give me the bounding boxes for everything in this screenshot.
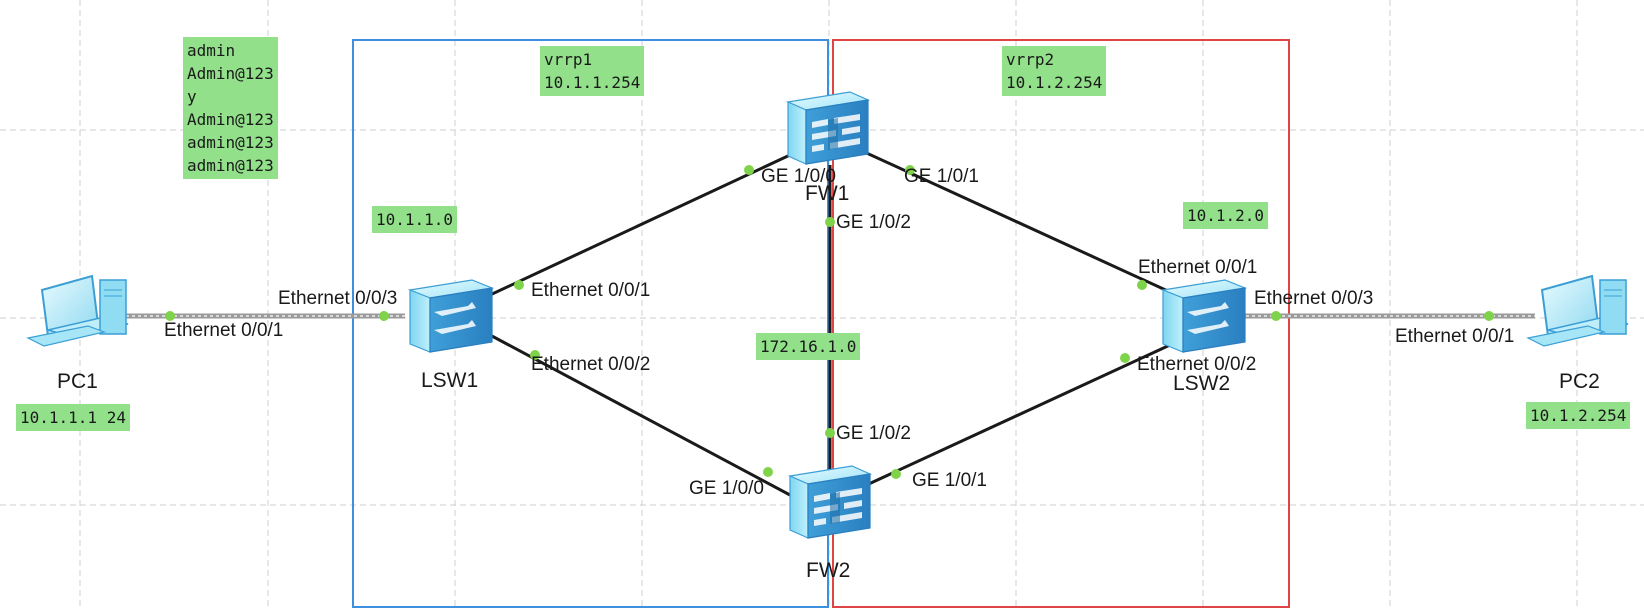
network-left-label: 10.1.1.0 [376, 210, 454, 229]
port-label: Ethernet 0/0/3 [278, 288, 398, 309]
link-lsw1-fw2[interactable] [489, 333, 791, 497]
port-label: GE 1/0/2 [836, 212, 911, 233]
credentials-note[interactable]: admin Admin@123 y Admin@123 admin@123 ad… [183, 37, 278, 179]
network-left-note[interactable]: 10.1.1.0 [372, 206, 458, 233]
vrrp2-zone[interactable] [832, 39, 1290, 608]
credential-line: admin@123 [187, 156, 274, 175]
vrrp2-ip: 10.1.2.254 [1006, 73, 1103, 92]
vrrp1-zone[interactable] [352, 39, 829, 608]
firewall-icon[interactable] [787, 465, 873, 539]
port-label: Ethernet 0/0/1 [1395, 326, 1515, 347]
pc2-ip-note[interactable]: 10.1.2.254 [1526, 402, 1631, 429]
port-label: Ethernet 0/0/1 [531, 280, 651, 301]
port-label: GE 1/0/1 [904, 166, 979, 187]
pc2-ip-label: 10.1.2.254 [1530, 406, 1627, 425]
port-label: GE 1/0/1 [912, 470, 987, 491]
device-label-pc1: PC1 [57, 370, 98, 393]
device-label-lsw1: LSW1 [421, 369, 479, 392]
device-label-fw2: FW2 [806, 559, 851, 582]
port-label: Ethernet 0/0/2 [531, 354, 651, 375]
firewall-icon[interactable] [785, 91, 871, 165]
port-label: GE 1/0/0 [689, 478, 764, 499]
network-right-note[interactable]: 10.1.2.0 [1183, 202, 1269, 229]
link-fw2-lsw2[interactable] [859, 343, 1171, 490]
network-mid-label: 172.16.1.0 [760, 337, 857, 356]
credential-line: Admin@123 [187, 110, 274, 129]
vrrp2-name: vrrp2 [1006, 50, 1055, 69]
switch-icon[interactable] [407, 279, 495, 353]
port-label: Ethernet 0/0/2 [1137, 354, 1257, 375]
pc1-ip-label: 10.1.1.1 24 [20, 408, 126, 427]
pc1-ip-note[interactable]: 10.1.1.1 24 [16, 404, 130, 431]
device-label-lsw2: LSW2 [1173, 372, 1231, 395]
pc-icon[interactable] [1526, 274, 1629, 347]
port-dots [165, 165, 1494, 479]
network-mid-note[interactable]: 172.16.1.0 [756, 333, 861, 360]
vrrp2-note[interactable]: vrrp2 10.1.2.254 [1002, 46, 1107, 96]
device-label-pc2: PC2 [1559, 370, 1600, 393]
port-label: GE 1/0/2 [836, 423, 911, 444]
vrrp1-ip: 10.1.1.254 [544, 73, 641, 92]
vrrp1-name: vrrp1 [544, 50, 593, 69]
port-label: GE 1/0/0 [761, 166, 836, 187]
network-right-label: 10.1.2.0 [1187, 206, 1265, 225]
device-label-fw1: FW1 [805, 182, 850, 205]
switch-icon[interactable] [1160, 279, 1248, 353]
vrrp1-note[interactable]: vrrp1 10.1.1.254 [540, 46, 645, 96]
port-label: Ethernet 0/0/1 [1138, 257, 1258, 278]
port-label: Ethernet 0/0/3 [1254, 288, 1374, 309]
pc-icon[interactable] [26, 274, 129, 347]
port-label: Ethernet 0/0/1 [164, 320, 284, 341]
credential-line: Admin@123 [187, 64, 274, 83]
credential-line: admin@123 [187, 133, 274, 152]
credential-line: y [187, 87, 197, 106]
link-lsw1-fw1[interactable] [489, 153, 791, 297]
credential-line: admin [187, 41, 236, 60]
